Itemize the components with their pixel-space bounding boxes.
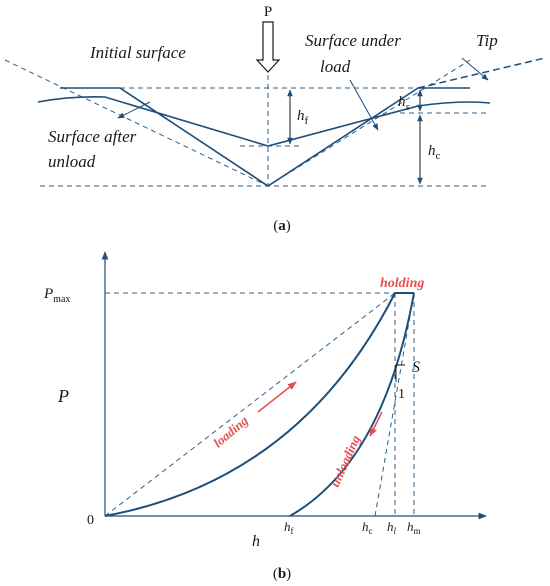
tip-pointer (461, 57, 489, 81)
unloading-curve (289, 292, 415, 517)
panel-a: P Initial surface Surface under load Tip… (4, 4, 546, 234)
caption-b: (b) (273, 566, 291, 582)
tip-right-dashed-inner (267, 59, 471, 187)
unloading-label: unloading (327, 432, 363, 489)
after-unload-pointer (117, 101, 151, 119)
loading-curve (104, 292, 396, 517)
caption-a: (a) (273, 218, 291, 234)
loading-arrow (257, 381, 297, 413)
hc-tick-label: hc (362, 519, 373, 536)
load-arrow (255, 21, 281, 73)
slope-unit-label: 1 (398, 387, 405, 402)
stiffness-tangent (374, 292, 415, 517)
hl-tick-label: hl (387, 519, 397, 536)
load-label: P (264, 4, 272, 20)
hf-tick-label: hf (284, 519, 294, 536)
slope-triangle (395, 364, 405, 382)
surface-under-label-2: load (320, 57, 351, 76)
y-axis-label: P (57, 386, 69, 406)
tip-label: Tip (476, 31, 498, 50)
under-load-pointer (349, 79, 379, 131)
holding-label: holding (380, 276, 424, 291)
hs-label: hs (398, 94, 410, 113)
hf-label: hf (297, 108, 309, 127)
surface-after-unload (37, 96, 491, 147)
tip-left-dashed (4, 59, 269, 187)
tip-right-dashed (417, 57, 546, 89)
loading-label: loading (210, 412, 251, 450)
stiffness-label: S (412, 359, 420, 376)
surface-after-label-1: Surface after (48, 127, 137, 146)
x-axis-label: h (252, 533, 260, 550)
surface-under-load (60, 87, 470, 187)
surface-after-label-2: unload (48, 152, 96, 171)
hc-label: hc (428, 143, 441, 162)
unloading-arrow (369, 411, 383, 437)
panel-b: Pmax holding S 1 P loading unloading 0 h… (43, 251, 487, 582)
initial-surface-label: Initial surface (89, 43, 186, 62)
hm-tick-label: hm (407, 519, 421, 536)
origin-label: 0 (87, 513, 94, 528)
surface-under-label-1: Surface under (305, 31, 401, 50)
pmax-label: Pmax (43, 286, 70, 305)
secant-line (104, 292, 396, 517)
